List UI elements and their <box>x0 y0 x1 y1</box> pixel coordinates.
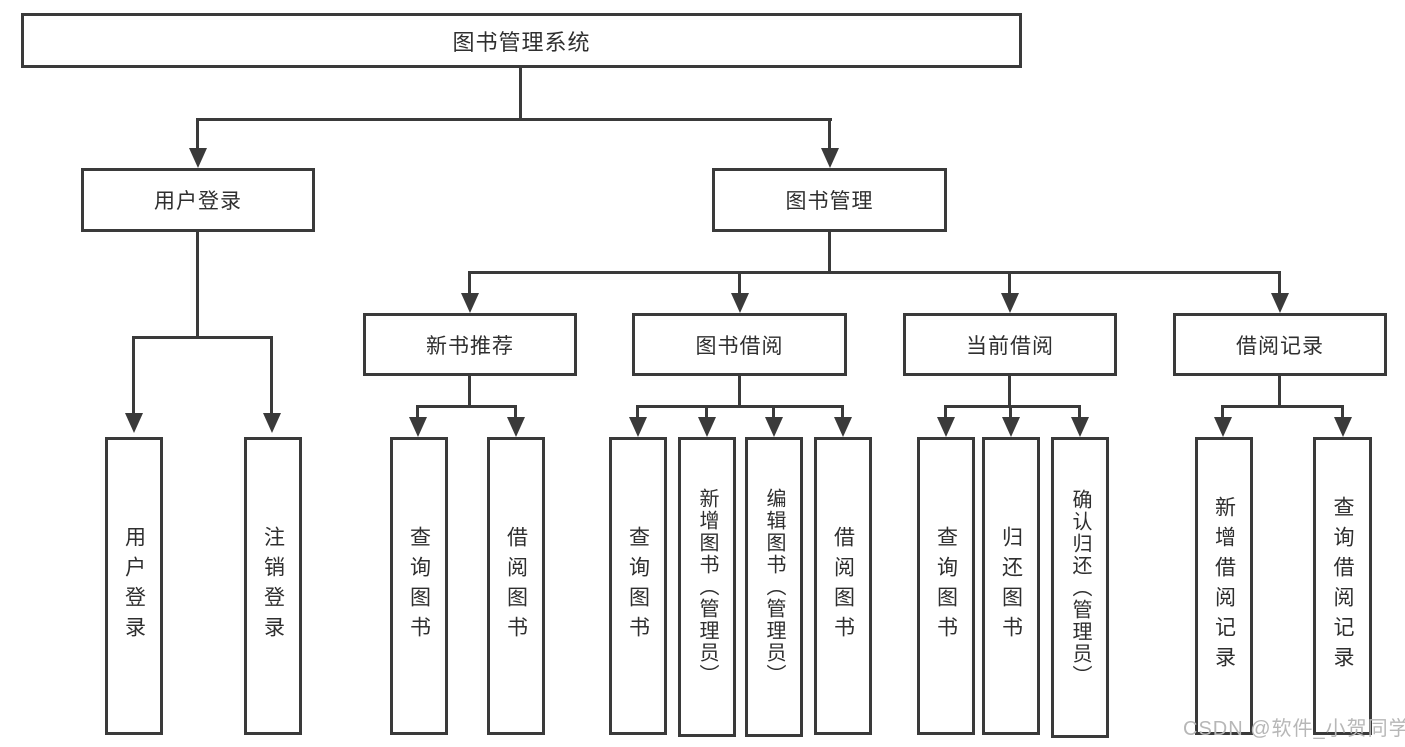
node-book-management: 图书管理 <box>712 168 947 232</box>
connector-line <box>636 405 639 419</box>
connector-line <box>416 405 517 408</box>
arrowhead-icon <box>698 417 716 437</box>
connector-line <box>1278 376 1281 408</box>
connector-line <box>132 336 135 416</box>
node-borrow-record: 借阅记录 <box>1173 313 1387 376</box>
leaf-br-query-record: 查询借阅记录 <box>1313 437 1372 735</box>
arrowhead-icon <box>834 417 852 437</box>
csdn-watermark: CSDN @软件_小贺同学 <box>1183 718 1405 740</box>
node-new-book-recommend: 新书推荐 <box>363 313 577 376</box>
connector-line <box>196 118 832 121</box>
leaf-nbr-borrow-books: 借阅图书 <box>487 437 545 735</box>
arrowhead-icon <box>1071 417 1089 437</box>
leaf-cb-query-books: 查询图书 <box>917 437 975 735</box>
arrowhead-icon <box>189 148 207 168</box>
leaf-bb-query-books: 查询图书 <box>609 437 667 735</box>
leaf-bb-add-books-admin: 新增图书（管理员） <box>678 437 736 737</box>
leaf-bb-borrow-books: 借阅图书 <box>814 437 872 735</box>
arrowhead-icon <box>765 417 783 437</box>
arrowhead-icon <box>507 417 525 437</box>
leaf-cb-return-books: 归还图书 <box>982 437 1040 735</box>
leaf-user-login: 用户登录 <box>105 437 163 735</box>
arrowhead-icon <box>629 417 647 437</box>
arrowhead-icon <box>731 293 749 313</box>
connector-line <box>196 232 199 339</box>
connector-line <box>468 271 1281 274</box>
arrowhead-icon <box>821 148 839 168</box>
connector-line <box>1078 405 1081 419</box>
connector-line <box>828 232 831 274</box>
arrowhead-icon <box>1002 417 1020 437</box>
connector-line <box>468 376 471 408</box>
connector-line <box>132 336 273 339</box>
leaf-bb-edit-books-admin: 编辑图书（管理员） <box>745 437 803 737</box>
arrowhead-icon <box>1334 417 1352 437</box>
connector-line <box>1341 405 1344 419</box>
node-book-borrow: 图书借阅 <box>632 313 847 376</box>
connector-line <box>944 405 947 419</box>
arrowhead-icon <box>937 417 955 437</box>
connector-line <box>772 405 775 419</box>
leaf-nbr-query-books: 查询图书 <box>390 437 448 735</box>
connector-line <box>738 271 741 296</box>
connector-line <box>705 405 708 419</box>
arrowhead-icon <box>409 417 427 437</box>
arrowhead-icon <box>125 413 143 433</box>
connector-line <box>1009 405 1012 419</box>
arrowhead-icon <box>461 293 479 313</box>
connector-line <box>841 405 844 419</box>
arrowhead-icon <box>1214 417 1232 437</box>
arrowhead-icon <box>263 413 281 433</box>
connector-line <box>270 336 273 416</box>
connector-line <box>828 118 831 152</box>
leaf-cb-confirm-return-admin: 确认归还（管理员） <box>1051 437 1109 738</box>
connector-line <box>1221 405 1344 408</box>
leaf-logout: 注销登录 <box>244 437 302 735</box>
leaf-br-add-record: 新增借阅记录 <box>1195 437 1253 735</box>
connector-line <box>738 376 741 408</box>
node-current-borrow: 当前借阅 <box>903 313 1117 376</box>
connector-line <box>514 405 517 419</box>
connector-line <box>416 405 419 419</box>
connector-line <box>468 271 471 296</box>
connector-line <box>1221 405 1224 419</box>
connector-line <box>944 405 1081 408</box>
node-user-login: 用户登录 <box>81 168 315 232</box>
connector-line <box>196 118 199 152</box>
connector-line <box>1008 271 1011 296</box>
node-root: 图书管理系统 <box>21 13 1022 68</box>
connector-line <box>1008 376 1011 408</box>
connector-line <box>636 405 844 408</box>
connector-line <box>1278 271 1281 296</box>
arrowhead-icon <box>1001 293 1019 313</box>
connector-line <box>519 68 522 121</box>
arrowhead-icon <box>1271 293 1289 313</box>
